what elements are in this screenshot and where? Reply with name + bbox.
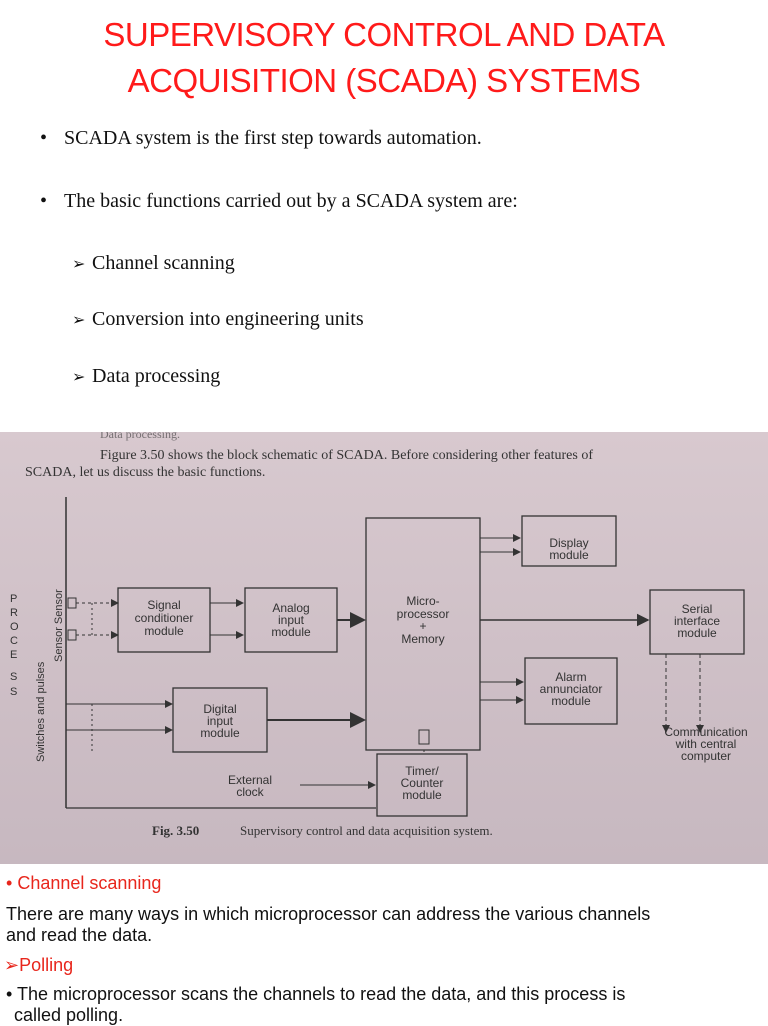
- bullet-text: SCADA system is the first step towards a…: [64, 127, 482, 149]
- process-letter: S: [10, 671, 17, 683]
- title-line-2: ACQUISITION (SCADA) SYSTEMS: [127, 62, 641, 99]
- polling-text: Polling: [19, 955, 74, 975]
- display-module-label: Display: [549, 536, 588, 550]
- figure-caption-line-2: SCADA, let us discuss the basic function…: [25, 465, 265, 480]
- sensor-label: Sensor Sensor: [53, 589, 65, 662]
- serial-interface-label: interface: [674, 614, 720, 628]
- microprocessor-label: +: [419, 619, 426, 633]
- sub-bullet-item: ➢ Channel scanning: [72, 252, 235, 275]
- heading-text: Channel scanning: [17, 873, 162, 893]
- analog-input-label: input: [278, 613, 305, 627]
- process-letter: E: [10, 649, 17, 661]
- figure-title: Supervisory control and data acquisition…: [240, 823, 493, 838]
- slide-title: SUPERVISORY CONTROL AND DATA ACQUISITION…: [0, 12, 768, 104]
- scada-diagram: Data processing. Figure 3.50 shows the b…: [10, 432, 748, 838]
- arrow-bullet-icon: ➢: [72, 312, 86, 329]
- polling-paragraph: • The microprocessor scans the channels …: [6, 984, 766, 1026]
- paragraph-line: and read the data.: [6, 925, 153, 945]
- bullet-dot: •: [40, 127, 48, 149]
- microprocessor-label: processor: [397, 607, 450, 621]
- bullet-item: • The basic functions carried out by a SC…: [40, 190, 518, 213]
- sub-bullet-item: ➢ Data processing: [72, 365, 220, 388]
- process-letter: P: [10, 593, 17, 605]
- analog-input-label: Analog: [272, 601, 309, 615]
- digital-input-label: Digital: [203, 702, 236, 716]
- process-letter: O: [10, 621, 19, 633]
- process-letter: C: [10, 635, 18, 647]
- process-letter: R: [10, 607, 18, 619]
- timer-counter-label: module: [402, 788, 442, 802]
- display-module-label: module: [549, 548, 589, 562]
- figure-number: Fig. 3.50: [152, 823, 199, 838]
- process-letter: S: [10, 686, 17, 698]
- channel-scanning-heading: • Channel scanning: [6, 872, 161, 894]
- arrow-bullet-icon: ➢: [72, 256, 86, 273]
- arrow-bullet-icon: ➢: [72, 369, 86, 386]
- alarm-annunciator-label: annunciator: [540, 682, 603, 696]
- communication-label: with central: [675, 737, 737, 751]
- polling-bullet: •: [6, 984, 13, 1004]
- channel-scanning-paragraph: There are many ways in which microproces…: [6, 904, 766, 946]
- paragraph-line: called polling.: [14, 1005, 124, 1025]
- serial-interface-label: Serial: [682, 602, 713, 616]
- digital-input-label: module: [200, 726, 240, 740]
- external-clock-label: clock: [236, 785, 264, 799]
- bullet-dot: •: [40, 190, 48, 212]
- timer-counter-label: Timer/: [405, 764, 439, 778]
- digital-input-label: input: [207, 714, 234, 728]
- signal-conditioner-label: conditioner: [135, 611, 194, 625]
- timer-counter-label: Counter: [401, 776, 444, 790]
- sub-bullet-text: Data processing: [92, 365, 221, 387]
- communication-label: computer: [681, 749, 731, 763]
- signal-conditioner-label: module: [144, 624, 184, 638]
- analog-input-label: module: [271, 625, 311, 639]
- microprocessor-label: Micro-: [406, 594, 439, 608]
- paragraph-line: There are many ways in which microproces…: [6, 904, 651, 924]
- alarm-annunciator-label: Alarm: [555, 670, 586, 684]
- title-line-1: SUPERVISORY CONTROL AND DATA: [103, 16, 665, 53]
- scada-block-diagram-photo: Data processing. Figure 3.50 shows the b…: [0, 432, 768, 864]
- figure-caption-line-1: Figure 3.50 shows the block schematic of…: [100, 448, 593, 463]
- signal-conditioner-label: Signal: [147, 598, 180, 612]
- sub-bullet-text: Channel scanning: [92, 252, 235, 274]
- bullet-text: The basic functions carried out by a SCA…: [64, 190, 518, 212]
- external-clock-label: External: [228, 773, 272, 787]
- communication-label: Communication: [664, 725, 747, 739]
- heading-bullet: •: [6, 873, 13, 893]
- bullet-item: • SCADA system is the first step towards …: [40, 127, 482, 150]
- microprocessor-label: Memory: [401, 632, 444, 646]
- sub-bullet-text: Conversion into engineering units: [92, 308, 364, 330]
- paragraph-line: The microprocessor scans the channels to…: [17, 984, 626, 1004]
- switches-label: Switches and pulses: [35, 661, 47, 762]
- sub-bullet-item: ➢ Conversion into engineering units: [72, 308, 364, 331]
- serial-interface-label: module: [677, 626, 717, 640]
- arrow-bullet-icon: ➢: [4, 955, 20, 975]
- bullet-list: • SCADA system is the first step towards …: [0, 0, 768, 420]
- polling-heading: ➢Polling: [4, 954, 73, 976]
- alarm-annunciator-label: module: [551, 694, 591, 708]
- cut-off-text: Data processing.: [100, 432, 180, 441]
